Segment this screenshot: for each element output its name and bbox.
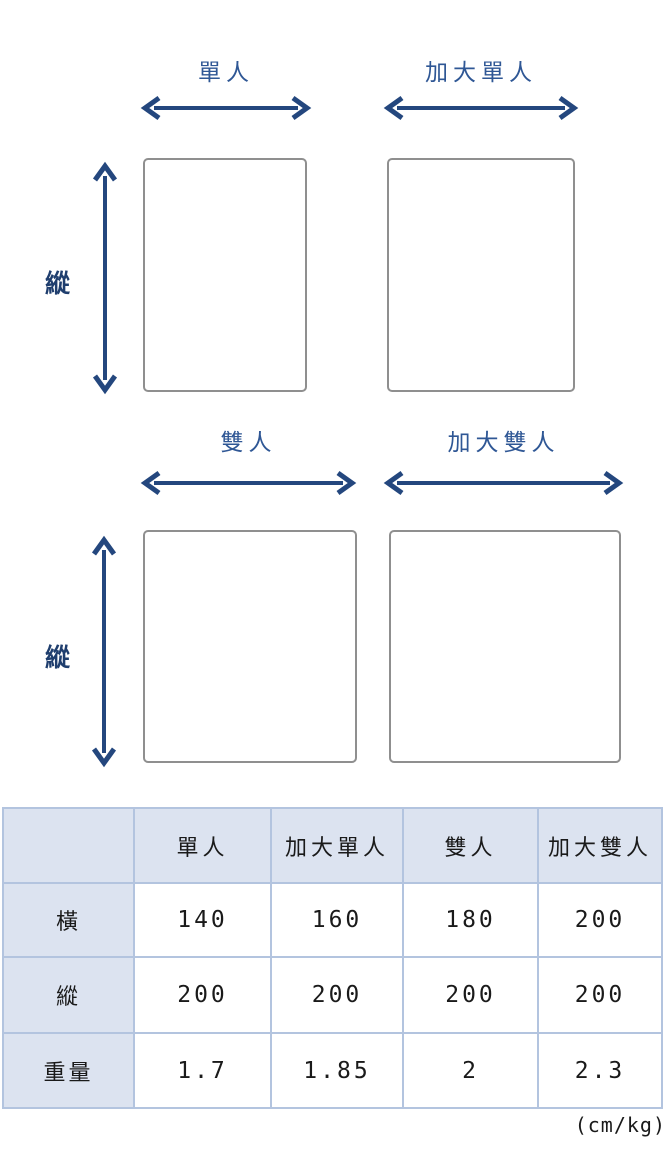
cell-weight-single: 1.7 [133, 1032, 272, 1109]
col-header-single: 單人 [133, 807, 272, 884]
label-double: 雙人 [220, 429, 277, 455]
cell-length-xl-double: 200 [537, 956, 663, 1034]
table-row-weight: 重量 1.7 1.85 2 2.3 [2, 1032, 663, 1109]
width-arrow-icon-xl-double [383, 470, 624, 496]
width-arrow-icon-single [140, 95, 312, 121]
col-header-empty [2, 807, 135, 884]
cell-width-xl-double: 200 [537, 882, 663, 958]
col-header-xl-double: 加大雙人 [537, 807, 663, 884]
height-arrow-icon-row1 [92, 161, 118, 395]
vertical-axis-label-row2: 縱 [45, 644, 72, 672]
width-arrow-icon-double [140, 470, 357, 496]
cell-width-single: 140 [133, 882, 272, 958]
size-table: 單人 加大單人 雙人 加大雙人 橫 140 160 180 200 縱 200 … [2, 807, 663, 1109]
width-arrow-icon-xl-single [383, 95, 579, 121]
bed-rect-xl-single [387, 158, 575, 392]
table-row-length: 縱 200 200 200 200 [2, 956, 663, 1034]
cell-length-single: 200 [133, 956, 272, 1034]
cell-weight-xl-single: 1.85 [270, 1032, 404, 1109]
cell-width-xl-single: 160 [270, 882, 404, 958]
bed-rect-xl-double [389, 530, 621, 763]
cell-weight-xl-double: 2.3 [537, 1032, 663, 1109]
cell-length-double: 200 [402, 956, 539, 1034]
label-xl-double: 加大雙人 [447, 429, 560, 455]
cell-width-double: 180 [402, 882, 539, 958]
table-row-width: 橫 140 160 180 200 [2, 882, 663, 958]
label-xl-single: 加大單人 [425, 59, 537, 85]
table-header-row: 單人 加大單人 雙人 加大雙人 [2, 807, 663, 884]
row-header-width: 橫 [2, 882, 135, 958]
vertical-axis-label-row1: 縱 [45, 270, 72, 298]
height-arrow-icon-row2 [91, 535, 117, 768]
col-header-xl-single: 加大單人 [270, 807, 404, 884]
cell-length-xl-single: 200 [270, 956, 404, 1034]
cell-weight-double: 2 [402, 1032, 539, 1109]
label-single: 單人 [198, 59, 254, 85]
row-header-weight: 重量 [2, 1032, 135, 1109]
bed-rect-double [143, 530, 357, 763]
bed-rect-single [143, 158, 307, 392]
row-header-length: 縱 [2, 956, 135, 1034]
unit-note: (cm/kg) [574, 1113, 666, 1137]
col-header-double: 雙人 [402, 807, 539, 884]
